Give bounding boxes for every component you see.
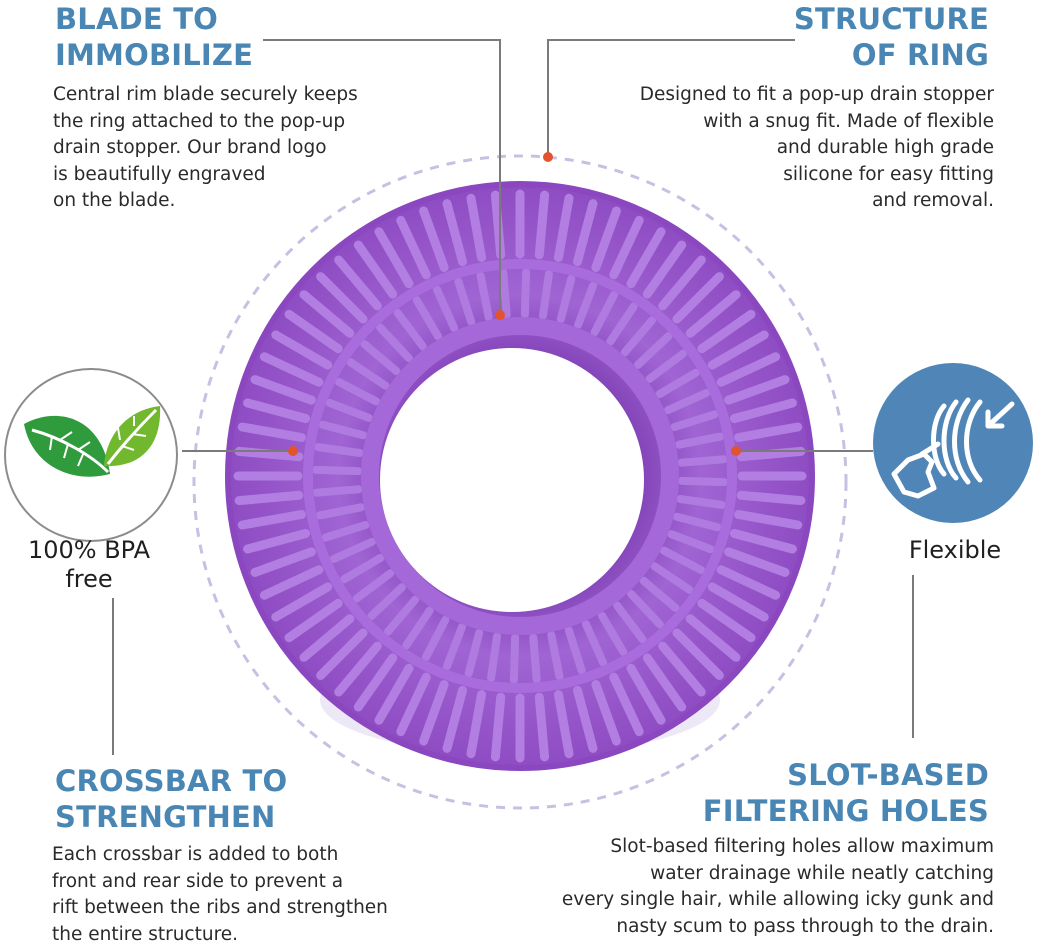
structure-description-line: and removal. xyxy=(640,188,994,215)
slots-description-line: water drainage while neatly catching xyxy=(562,861,994,888)
crossbar-heading-line: STRENGTHEN xyxy=(55,799,287,835)
flexible-badge xyxy=(872,362,1034,524)
silicone-ring xyxy=(228,184,812,768)
filter-slot xyxy=(682,481,724,482)
slots-heading: SLOT-BASED FILTERING HOLES xyxy=(703,757,989,829)
structure-description-line: Designed to fit a pop-up drain stopper xyxy=(640,82,994,109)
slots-description-line: Slot-based filtering holes allow maximum xyxy=(562,834,994,861)
crossbar-heading-line: CROSSBAR TO xyxy=(55,763,287,799)
crossbar-description-line: the entire structure. xyxy=(52,922,388,948)
crossbar-marker-dot xyxy=(288,446,298,456)
bpa-free-label-line: 100% BPA xyxy=(14,536,164,565)
filter-slot xyxy=(317,489,359,492)
filter-slot xyxy=(525,272,526,314)
crossbar-heading: CROSSBAR TO STRENGTHEN xyxy=(55,763,287,835)
filter-slot xyxy=(539,195,544,255)
blade-description-line: Central rim blade securely keeps xyxy=(53,82,358,109)
filter-slot xyxy=(741,451,801,456)
slots-description-line: every single hair, while allowing icky g… xyxy=(562,887,994,914)
structure-heading-line: STRUCTURE xyxy=(794,1,989,37)
structure-description: Designed to fit a pop-up drain stopper w… xyxy=(640,82,994,215)
filter-slot xyxy=(741,495,801,500)
filter-slot xyxy=(514,638,515,680)
slots-description: Slot-based filtering holes allow maximum… xyxy=(562,834,994,940)
slots-heading-line: FILTERING HOLES xyxy=(703,793,989,829)
filter-slot xyxy=(503,273,506,315)
crossbar-description: Each crossbar is added to both front and… xyxy=(52,842,388,948)
flexible-label-line: Flexible xyxy=(880,536,1030,565)
filter-slot xyxy=(239,495,299,500)
blade-description-line: the ring attached to the pop-up xyxy=(53,109,358,136)
blade-heading-line: IMMOBILIZE xyxy=(55,37,253,73)
structure-description-line: silicone for easy fitting xyxy=(640,162,994,189)
flexible-label: Flexible xyxy=(880,536,1030,565)
blade-marker-dot xyxy=(495,310,505,320)
blade-heading: BLADE TO IMMOBILIZE xyxy=(55,1,253,73)
bpa-free-label: 100% BPA free xyxy=(14,536,164,594)
filter-slot xyxy=(316,470,358,471)
structure-heading: STRUCTURE OF RING xyxy=(794,1,989,73)
blade-description: Central rim blade securely keeps the rin… xyxy=(53,82,358,215)
blade-description-line: on the blade. xyxy=(53,188,358,215)
slots-marker-dot xyxy=(731,446,741,456)
crossbar-description-line: Each crossbar is added to both xyxy=(52,842,388,869)
bpa-free-label-line: free xyxy=(14,565,164,594)
crossbar-description-line: rift between the ribs and strengthen xyxy=(52,895,388,922)
filter-slot xyxy=(682,459,724,462)
slots-description-line: nasty scum to pass through to the drain. xyxy=(562,914,994,941)
blade-description-line: is beautifully engraved xyxy=(53,162,358,189)
bpa-free-badge xyxy=(2,366,180,544)
blade-heading-line: BLADE TO xyxy=(55,1,253,37)
structure-description-line: and durable high grade xyxy=(640,135,994,162)
ring-center-hole xyxy=(380,348,644,612)
filter-slot xyxy=(539,697,544,757)
blade-description-line: drain stopper. Our brand logo xyxy=(53,135,358,162)
filter-slot xyxy=(533,638,536,680)
crossbar-description-line: front and rear side to prevent a xyxy=(52,869,388,896)
structure-description-line: with a snug fit. Made of flexible xyxy=(640,109,994,136)
structure-heading-line: OF RING xyxy=(794,37,989,73)
filter-slot xyxy=(495,697,500,757)
structure-marker-dot xyxy=(543,152,553,162)
slots-heading-line: SLOT-BASED xyxy=(703,757,989,793)
